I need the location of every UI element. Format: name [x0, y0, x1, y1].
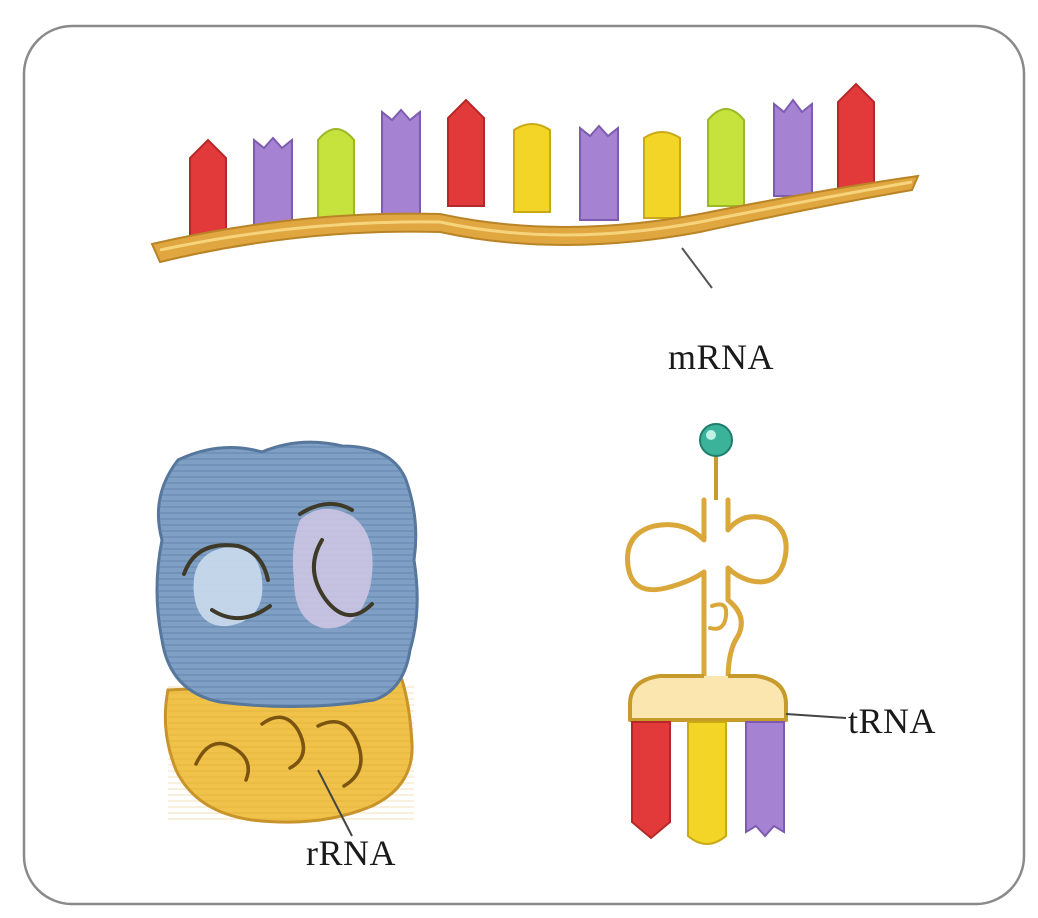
mrna-label: mRNA [668, 336, 774, 378]
mrna-base [382, 110, 420, 214]
mrna-base [774, 100, 812, 196]
mrna-base [190, 140, 226, 238]
ribosome [157, 442, 417, 836]
trna-shoulders [630, 676, 786, 720]
mrna-base [448, 100, 484, 206]
mrna-base [580, 126, 618, 220]
trna-base [746, 722, 784, 836]
trna-label: tRNA [848, 700, 936, 742]
trna-anchor-highlight [706, 430, 716, 440]
mrna-base [708, 109, 744, 206]
mrna-base [838, 84, 874, 190]
trna-anchor-ball [700, 424, 732, 456]
mrna-base [514, 124, 550, 212]
trna-base [688, 722, 726, 844]
mrna-base [318, 129, 354, 226]
trna-base [632, 722, 670, 838]
rrna-label: rRNA [306, 832, 396, 874]
mrna-base [254, 138, 292, 232]
mrna-base [644, 132, 680, 218]
